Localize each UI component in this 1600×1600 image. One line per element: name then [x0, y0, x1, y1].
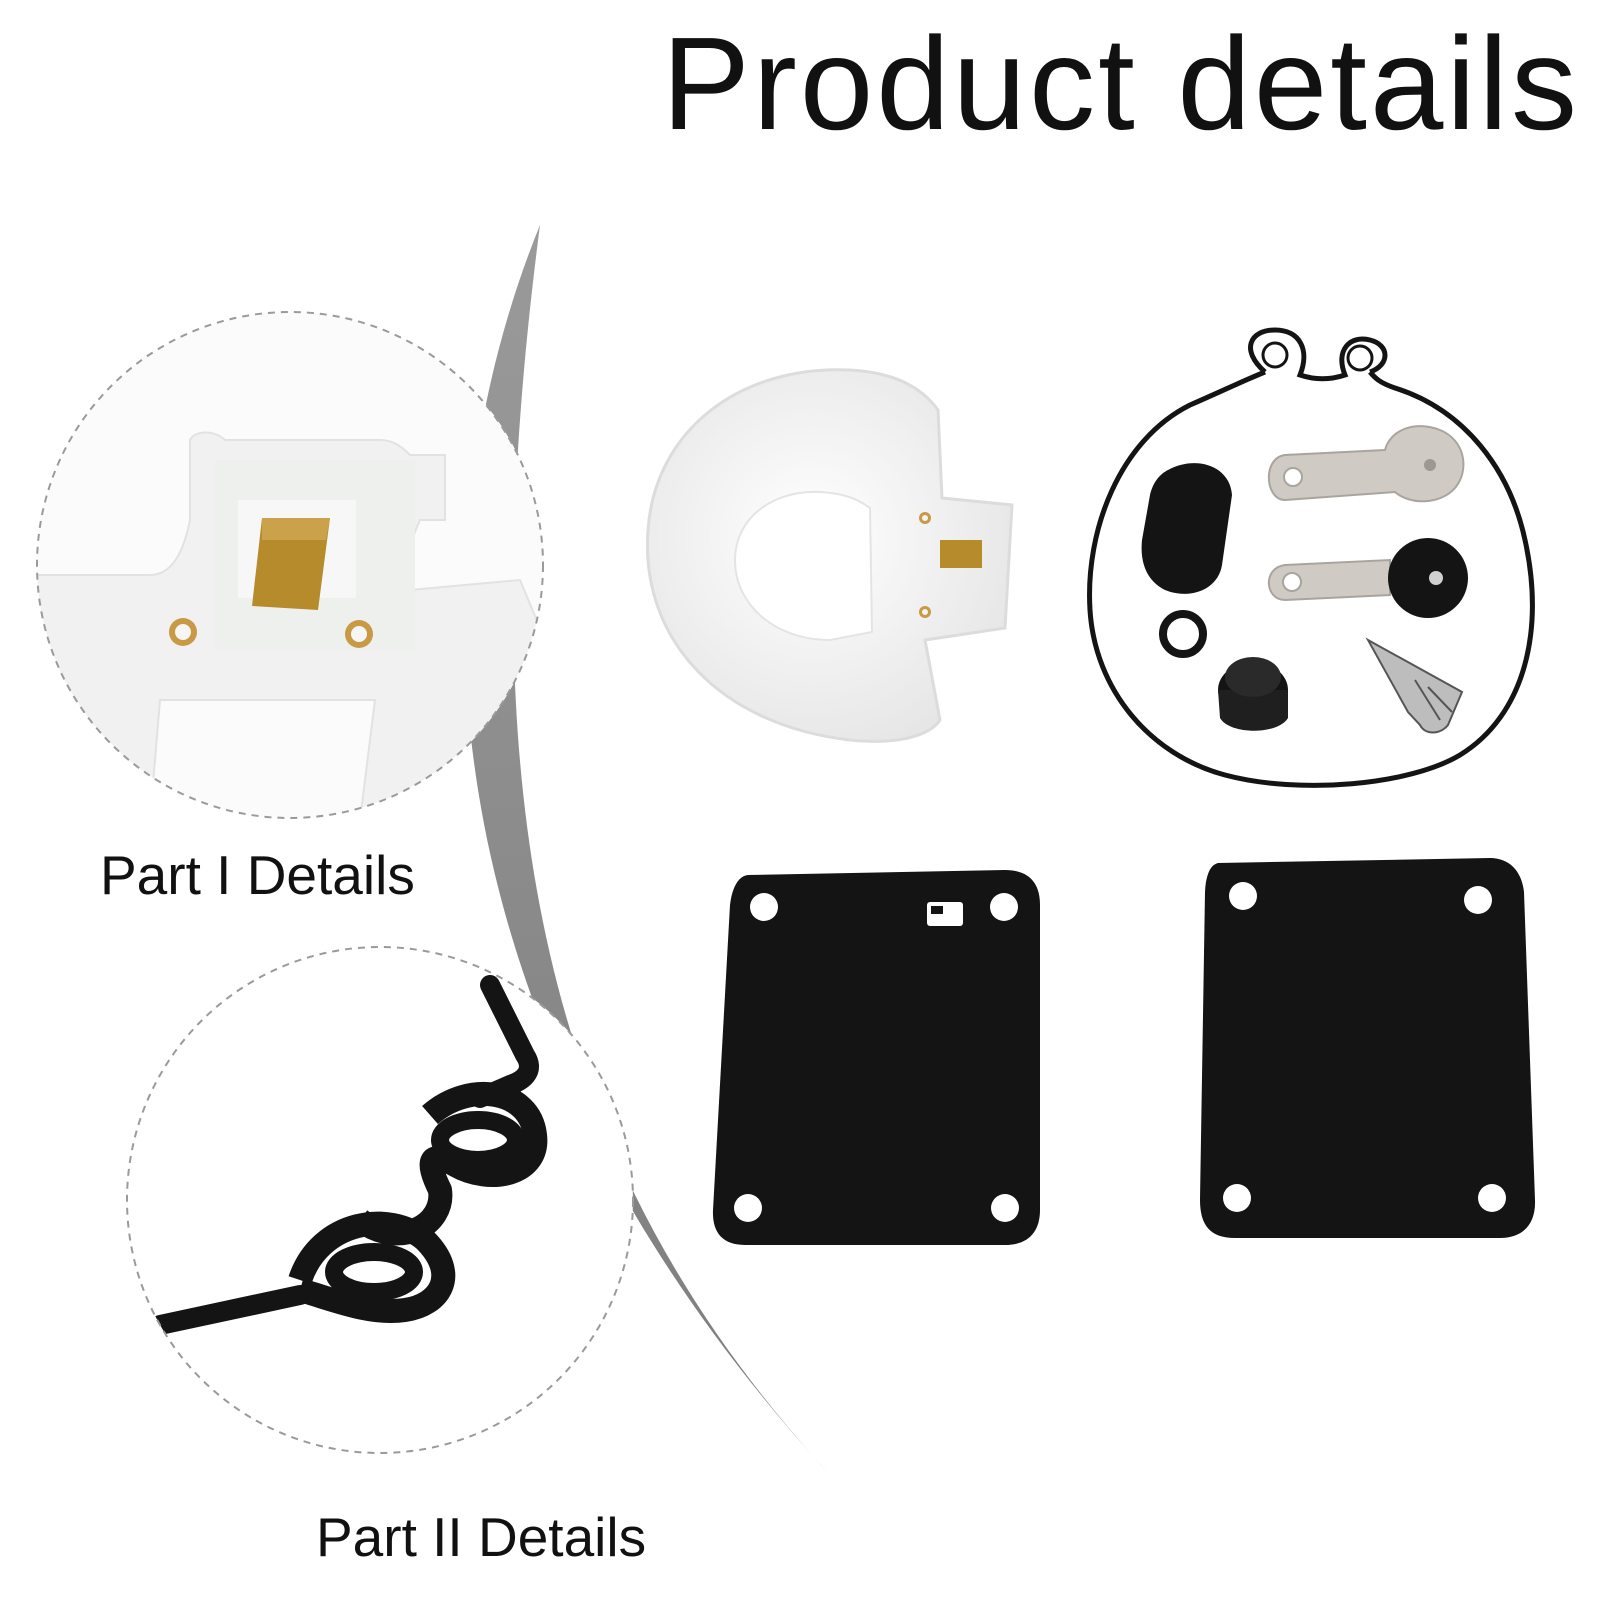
part-1-details-label: Part I Details	[100, 844, 415, 906]
diaphragm-gasket-icon	[1200, 858, 1536, 1238]
page-title: Product details	[661, 10, 1580, 157]
carburetor-gasket-icon	[1087, 327, 1535, 788]
decorative-swoosh	[464, 225, 830, 1475]
detail-circle-part-1	[36, 311, 544, 819]
float-part-icon	[645, 368, 1014, 743]
diaphragm-gasket-icon	[712, 870, 1040, 1245]
part-2-details-label: Part II Details	[316, 1506, 647, 1568]
detail-circle-part-2	[126, 946, 634, 1454]
